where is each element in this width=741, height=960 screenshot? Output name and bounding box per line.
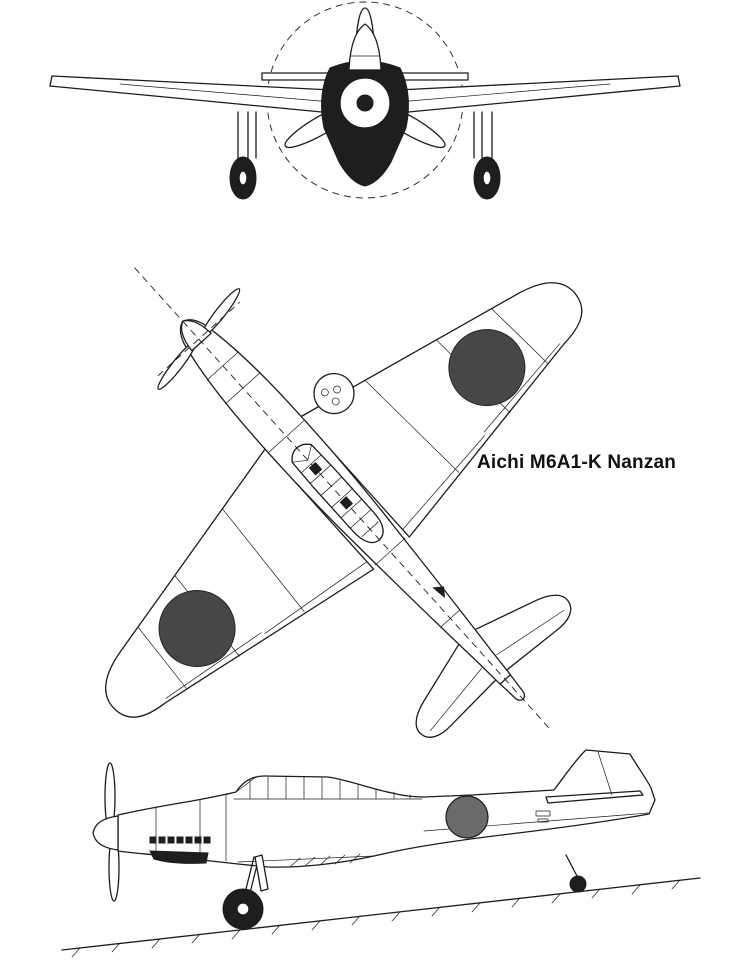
roundel-left-wing [158,590,236,668]
wing-panel-lines-front [119,83,611,103]
front-view [49,1,681,200]
left-wing-front [49,75,333,114]
wing-root-hatching [289,853,361,868]
access-panel [537,818,549,823]
chin-radiator [149,850,209,864]
left-wheel-hub [238,170,248,186]
spinner-front [348,23,382,71]
detail-circle-dot [331,397,340,406]
right-gear-strut-front [473,111,493,163]
elevator-hinge-lines [429,609,565,732]
right-wing-panel-lines [364,308,560,530]
right-wing-front [397,75,681,114]
fuselage-panel-lines-side [155,793,649,863]
fuselage-side [117,749,656,868]
tail-wheel [569,875,587,893]
detail-circle-dot [333,385,341,394]
drawing-title: Aichi M6A1-K Nanzan [477,452,677,473]
rudder-hinge-line [597,751,613,796]
access-panel [535,810,551,817]
right-wheel-hub [482,170,492,186]
roundel-right-wing [448,329,526,407]
fuselage-dark-detail [432,586,446,599]
plan-view [104,267,583,738]
left-wing-panel-lines [137,508,368,699]
canopy-frames-side [235,776,411,800]
exhaust-stacks [149,836,211,844]
fuselage-detail-circle [313,372,355,415]
tailplane-side [545,790,644,804]
detail-circle-dot [321,388,329,397]
spinner-side [92,815,119,851]
main-gear-door [254,854,269,892]
right-stabilizer-top [471,594,572,671]
tail-wheel-strut [565,854,578,877]
centerline [134,267,552,731]
main-wheel-hub-side [236,902,250,916]
ground-line [61,877,701,951]
ground-hatching [71,879,681,958]
roundel-fuselage [445,795,489,839]
propeller-hub [356,94,374,112]
side-view [61,749,701,958]
left-stabilizer-top [415,641,497,738]
left-gear-strut-front [237,111,257,163]
